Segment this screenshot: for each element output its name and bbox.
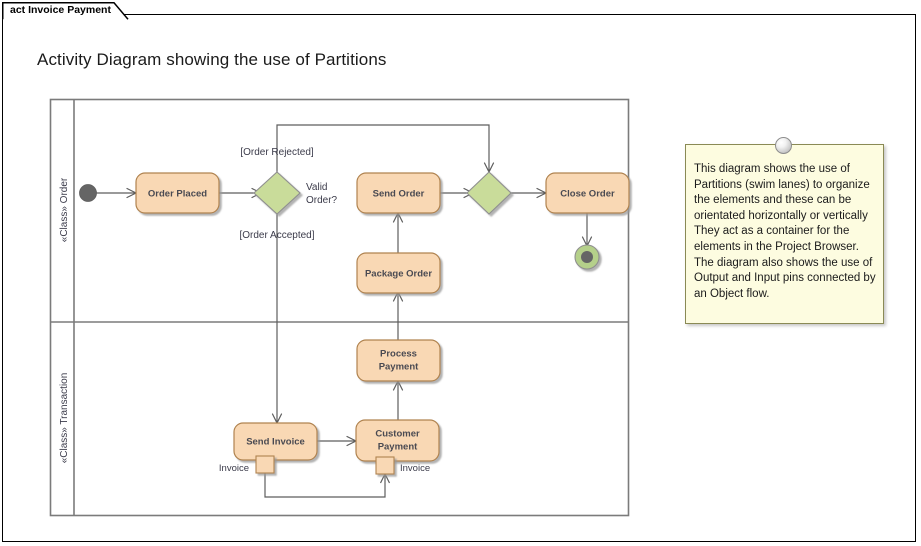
tab-shape	[2, 2, 129, 20]
lane-label-order: «Class» Order	[59, 177, 70, 242]
action-send-invoice[interactable]: Send Invoice	[233, 422, 318, 461]
note-pin-icon	[775, 137, 792, 154]
merge-node[interactable]	[466, 171, 512, 215]
tab-label: act Invoice Payment	[10, 4, 111, 16]
input-pin-label-invoice: Invoice	[400, 463, 430, 474]
initial-node[interactable]	[79, 184, 97, 202]
edge-order-rejected	[276, 124, 490, 174]
edge-invoice-object-flow	[264, 472, 386, 498]
decision-node-valid-order[interactable]	[253, 171, 301, 215]
decision-label-line1: Valid	[306, 182, 328, 193]
action-close-order[interactable]: Close Order	[545, 172, 630, 214]
action-label-order-placed: Order Placed	[148, 189, 207, 200]
action-label-send-invoice: Send Invoice	[246, 437, 305, 448]
activity-final-node[interactable]	[574, 244, 600, 270]
action-label-process-payment-line2: Payment	[379, 362, 419, 373]
note-text: This diagram shows the use of Partitions…	[694, 163, 879, 300]
action-customer-payment[interactable]: Customer Payment	[355, 419, 440, 462]
decision-label-line2: Order?	[306, 195, 338, 206]
output-pin-label-invoice: Invoice	[219, 463, 249, 474]
output-pin-invoice[interactable]	[255, 455, 275, 474]
input-pin-invoice[interactable]	[375, 456, 395, 475]
action-label-process-payment-line1: Process	[380, 349, 417, 360]
action-label-close-order: Close Order	[560, 189, 615, 200]
action-package-order[interactable]: Package Order	[356, 252, 441, 294]
page-title: Activity Diagram showing the use of Part…	[37, 50, 387, 69]
action-process-payment[interactable]: Process Payment	[356, 339, 441, 382]
diagram-note[interactable]: This diagram shows the use of Partitions…	[685, 137, 884, 324]
guard-order-rejected: [Order Rejected]	[240, 147, 314, 158]
action-label-send-order: Send Order	[373, 189, 425, 200]
action-label-customer-payment-line2: Payment	[378, 442, 418, 453]
object-flow-edge	[264, 472, 391, 498]
action-label-package-order: Package Order	[365, 269, 432, 280]
action-label-customer-payment-line1: Customer	[375, 429, 420, 440]
swimlane-container: «Class» Order «Class» Transaction	[49, 98, 630, 517]
lane-label-transaction: «Class» Transaction	[59, 373, 70, 464]
swimlane-outer-border	[49, 98, 630, 517]
action-send-order[interactable]: Send Order	[356, 172, 441, 214]
action-order-placed[interactable]: Order Placed	[135, 172, 220, 214]
guard-order-accepted: [Order Accepted]	[239, 230, 314, 241]
